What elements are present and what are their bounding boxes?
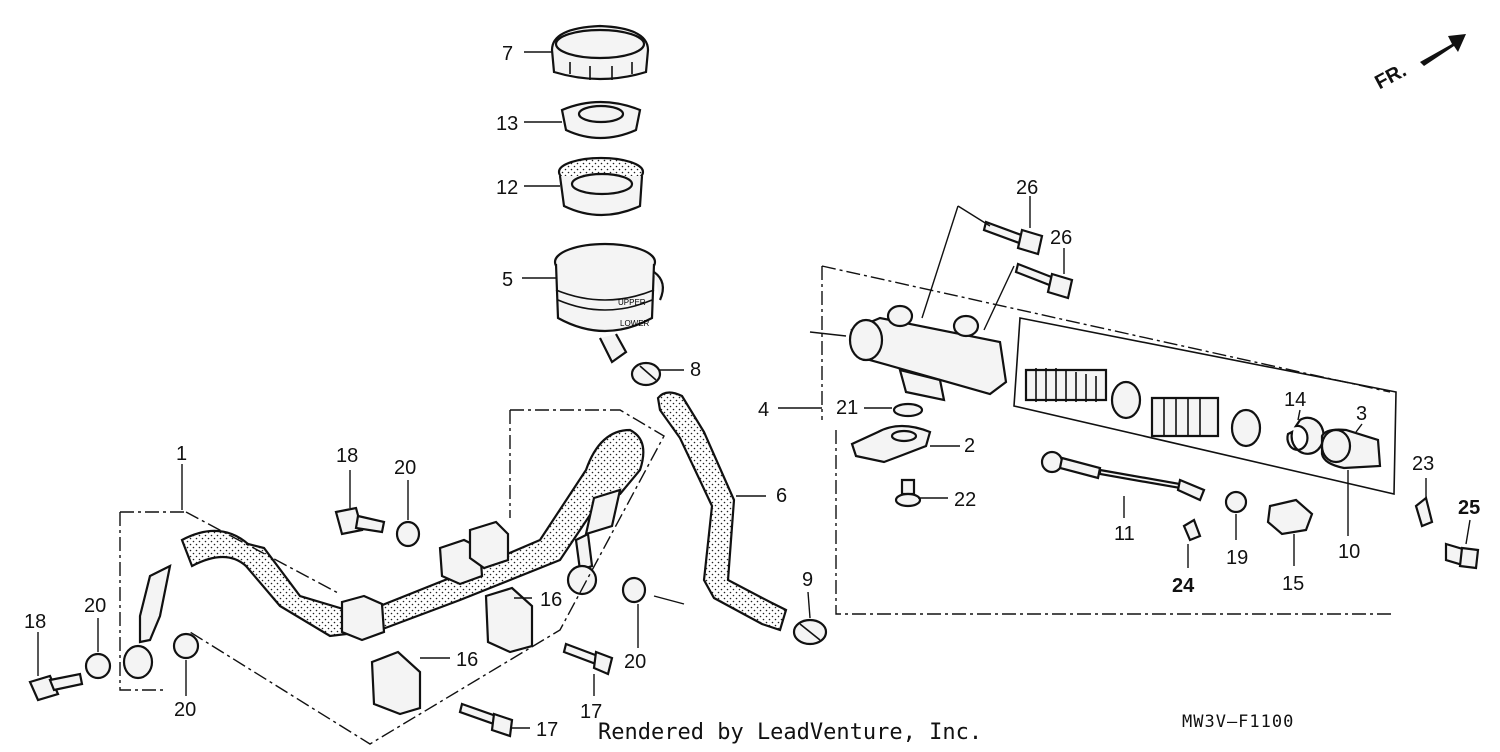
callout-6: 6	[776, 485, 787, 507]
callout-14: 14	[1284, 389, 1306, 411]
banjo-bolt-part	[28, 506, 386, 702]
cotter-pin-part	[1182, 518, 1202, 542]
reservoir-cap-part	[550, 24, 650, 81]
callout-25: 25	[1458, 497, 1480, 519]
reservoir-diaphragm-part	[557, 156, 645, 217]
boot-part	[1320, 428, 1382, 470]
hose-clamp-bracket-part	[370, 586, 534, 716]
callout-18b: 18	[24, 611, 46, 633]
callout-2: 2	[964, 435, 975, 457]
nut-part	[1224, 490, 1248, 514]
callout-1: 1	[176, 443, 187, 465]
callout-18a: 18	[336, 445, 358, 467]
reservoir-part: UPPER LOWER	[553, 242, 665, 364]
callout-20d: 20	[624, 651, 646, 673]
sealing-washer-part	[84, 520, 647, 680]
callout-20b: 20	[84, 595, 106, 617]
hose-clamp-part	[792, 618, 828, 646]
brake-hose-assembly-outline	[119, 409, 665, 745]
callout-15: 15	[1282, 573, 1304, 595]
master-cylinder-part	[848, 304, 1008, 402]
spring-part	[1024, 368, 1108, 402]
callout-11: 11	[1114, 523, 1135, 545]
bracket-bolt-part	[458, 642, 614, 738]
callout-16a: 16	[540, 589, 562, 611]
callout-13: 13	[496, 113, 518, 135]
piston-kit-outline	[1013, 317, 1397, 496]
callout-3: 3	[1356, 403, 1367, 425]
credit-text: Rendered by LeadVenture, Inc.	[598, 720, 983, 745]
callout-20c: 20	[174, 699, 196, 721]
master-cylinder-bolt-part	[982, 220, 1074, 300]
callout-10: 10	[1338, 541, 1360, 563]
callout-4: 4	[758, 399, 769, 421]
callout-labels: 1 2 3 4 5 6 7 8 9 10 11 12 13 14 15 16 1…	[24, 43, 1480, 741]
callout-12: 12	[496, 177, 518, 199]
hose-joint-part	[850, 424, 932, 464]
callout-21: 21	[836, 397, 858, 419]
brake-hose-part	[122, 428, 645, 680]
hose-grommet-part	[340, 520, 510, 642]
lower-mark: LOWER	[620, 319, 650, 328]
reservoir-plate-part	[560, 100, 642, 140]
callout-26a: 26	[1016, 177, 1038, 199]
o-ring-part	[892, 402, 924, 418]
joint-bolt-part	[1444, 542, 1480, 570]
reservoir-hose-part	[656, 391, 788, 632]
callout-5: 5	[502, 269, 513, 291]
callout-8: 8	[690, 359, 701, 381]
callout-24: 24	[1172, 575, 1195, 597]
front-direction-arrow-icon: FR.	[1371, 34, 1466, 94]
callout-26b: 26	[1050, 227, 1072, 249]
push-rod-part	[1040, 450, 1206, 502]
callout-16b: 16	[456, 649, 478, 671]
callout-22: 22	[954, 489, 976, 511]
piston-part	[1150, 396, 1220, 438]
callout-19: 19	[1226, 547, 1248, 569]
snap-ring-part	[1286, 416, 1325, 455]
diagram-code: MW3V—F1100	[1182, 712, 1295, 732]
callout-7: 7	[502, 43, 513, 65]
push-rod-joint-part	[1266, 498, 1314, 536]
callout-17b: 17	[580, 701, 602, 723]
callout-9: 9	[802, 569, 813, 591]
front-direction-label: FR.	[1371, 59, 1410, 94]
master-cylinder-assembly-outline	[821, 265, 1394, 615]
callout-17a: 17	[536, 719, 558, 741]
callout-leaders	[37, 51, 1471, 729]
cup-part	[1110, 380, 1142, 420]
pin-part	[1414, 496, 1434, 528]
secondary-cup-part	[1230, 408, 1262, 448]
hose-clip-part	[630, 361, 662, 387]
callout-23: 23	[1412, 453, 1434, 475]
callout-20a: 20	[394, 457, 416, 479]
screw-part	[894, 478, 922, 508]
upper-mark: UPPER	[618, 298, 646, 307]
